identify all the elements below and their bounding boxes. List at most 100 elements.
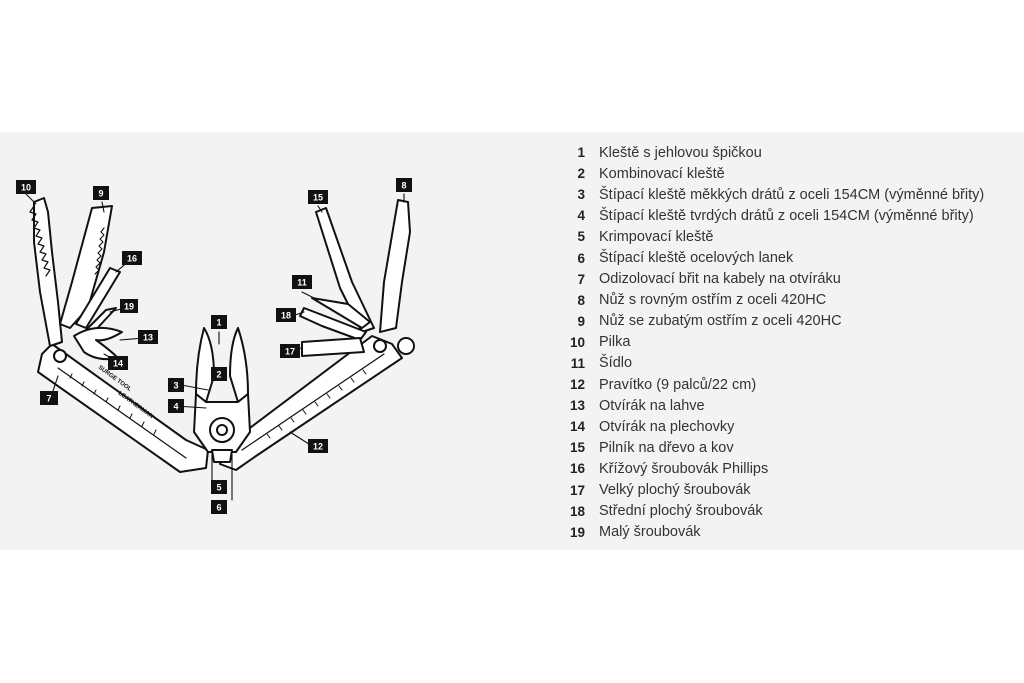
- svg-text:1: 1: [216, 318, 221, 328]
- legend-label: Pilka: [599, 334, 631, 351]
- legend-label: Střední plochý šroubovák: [599, 503, 763, 520]
- legend-label: Šídlo: [599, 355, 633, 372]
- legend-number: 14: [569, 419, 585, 435]
- pliers-jaw-left: [195, 327, 215, 403]
- legend-item: 18 Střední plochý šroubovák: [561, 501, 984, 522]
- callout-17: 17: [280, 344, 300, 358]
- large-driver: [301, 337, 365, 357]
- legend-label: Krimpovací kleště: [599, 228, 714, 245]
- svg-text:6: 6: [216, 503, 221, 513]
- awl: [311, 297, 371, 329]
- legend-item: 7 Odizolovací břit na kabely na otvíráku: [561, 269, 984, 290]
- callout-16: 16: [122, 251, 142, 265]
- legend-number: 16: [569, 461, 585, 477]
- left-ruler-ticks: [69, 373, 157, 435]
- callout-14: 14: [108, 356, 128, 370]
- legend-item: 19 Malý šroubovák: [561, 522, 984, 543]
- legend-number: 2: [577, 166, 585, 182]
- pliers-jaw-right: [229, 327, 249, 403]
- legend-number: 13: [569, 398, 585, 414]
- callout-4: 4: [168, 399, 184, 413]
- callout-6: 6: [211, 500, 227, 514]
- callout-19: 19: [120, 299, 138, 313]
- svg-text:3: 3: [173, 381, 178, 391]
- legend-item: 4 Štípací kleště tvrdých drátů z oceli 15…: [561, 205, 984, 226]
- legend-number: 3: [577, 187, 585, 203]
- legend-label: Nůž s rovným ostřím z oceli 420HC: [599, 292, 827, 309]
- svg-text:19: 19: [124, 302, 134, 312]
- legend-label: Otvírák na lahve: [599, 397, 705, 414]
- svg-text:17: 17: [285, 347, 295, 357]
- legend-number: 4: [577, 208, 585, 224]
- callout-12: 12: [308, 439, 328, 453]
- callout-3: 3: [168, 378, 184, 392]
- legend-item: 6 Štípací kleště ocelových lanek: [561, 247, 984, 268]
- legend-label: Malý šroubovák: [599, 524, 701, 541]
- legend-number: 18: [569, 503, 585, 519]
- legend-label: Štípací kleště tvrdých drátů z oceli 154…: [599, 207, 974, 224]
- saw-teeth: [29, 205, 51, 277]
- svg-text:14: 14: [113, 359, 123, 369]
- legend-number: 7: [577, 271, 585, 287]
- legend-label: Štípací kleště měkkých drátů z oceli 154…: [599, 186, 985, 203]
- svg-text:13: 13: [143, 333, 153, 343]
- legend-item: 9 Nůž se zubatým ostřím z oceli 420HC: [561, 311, 984, 332]
- svg-text:18: 18: [281, 311, 291, 321]
- bottle-opener: [73, 326, 123, 361]
- callout-13: 13: [138, 330, 158, 344]
- right-handle-inner-edge: [241, 353, 385, 451]
- svg-text:9: 9: [98, 189, 103, 199]
- pliers-pivot-inner: [216, 424, 228, 436]
- svg-text:16: 16: [127, 254, 137, 264]
- callout-8: 8: [396, 178, 412, 192]
- svg-text:10: 10: [21, 183, 31, 193]
- legend-item: 14 Otvírák na plechovky: [561, 416, 984, 437]
- callout-10: 10: [16, 180, 36, 194]
- callout-2: 2: [211, 367, 227, 381]
- pliers-pivot: [209, 417, 235, 443]
- svg-text:12: 12: [313, 442, 323, 452]
- legend-item: 13 Otvírák na lahve: [561, 395, 984, 416]
- right-pivot: [373, 339, 387, 353]
- callout-18: 18: [276, 308, 296, 322]
- legend-label: Otvírák na plechovky: [599, 418, 735, 435]
- legend-number: 19: [569, 524, 585, 540]
- legend-label: Odizolovací břit na kabely na otvíráku: [599, 271, 841, 288]
- legend-item: 3 Štípací kleště měkkých drátů z oceli 15…: [561, 184, 984, 205]
- callout-5: 5: [211, 480, 227, 494]
- callout-9: 9: [93, 186, 109, 200]
- legend-number: 10: [569, 334, 585, 350]
- legend-number: 6: [577, 250, 585, 266]
- svg-text:8: 8: [401, 181, 406, 191]
- lanyard-ring: [397, 337, 415, 355]
- legend-item: 10 Pilka: [561, 332, 984, 353]
- legend-label: Křížový šroubovák Phillips: [599, 460, 769, 477]
- file-tool: [315, 207, 375, 333]
- left-handle-inner-edge: [57, 367, 187, 459]
- legend-number: 9: [577, 313, 585, 329]
- callout-11: 11: [292, 275, 312, 289]
- legend-label: Kleště s jehlovou špičkou: [599, 144, 762, 161]
- callout-1: 1: [211, 315, 227, 329]
- crimper: [211, 449, 233, 463]
- left-handle: [37, 343, 209, 473]
- diagram-panel: LEATHERMAN SURGE TOOL 10 9 16 19 13 14 7…: [0, 132, 1024, 550]
- svg-text:7: 7: [46, 394, 51, 404]
- serrated-edge: [94, 227, 105, 275]
- svg-text:4: 4: [173, 402, 178, 412]
- ruler-ticks: [266, 369, 367, 439]
- legend-label: Nůž se zubatým ostřím z oceli 420HC: [599, 313, 842, 330]
- left-pivot: [53, 349, 67, 363]
- svg-text:15: 15: [313, 193, 323, 203]
- svg-text:5: 5: [216, 483, 221, 493]
- legend-label: Štípací kleště ocelových lanek: [599, 250, 794, 267]
